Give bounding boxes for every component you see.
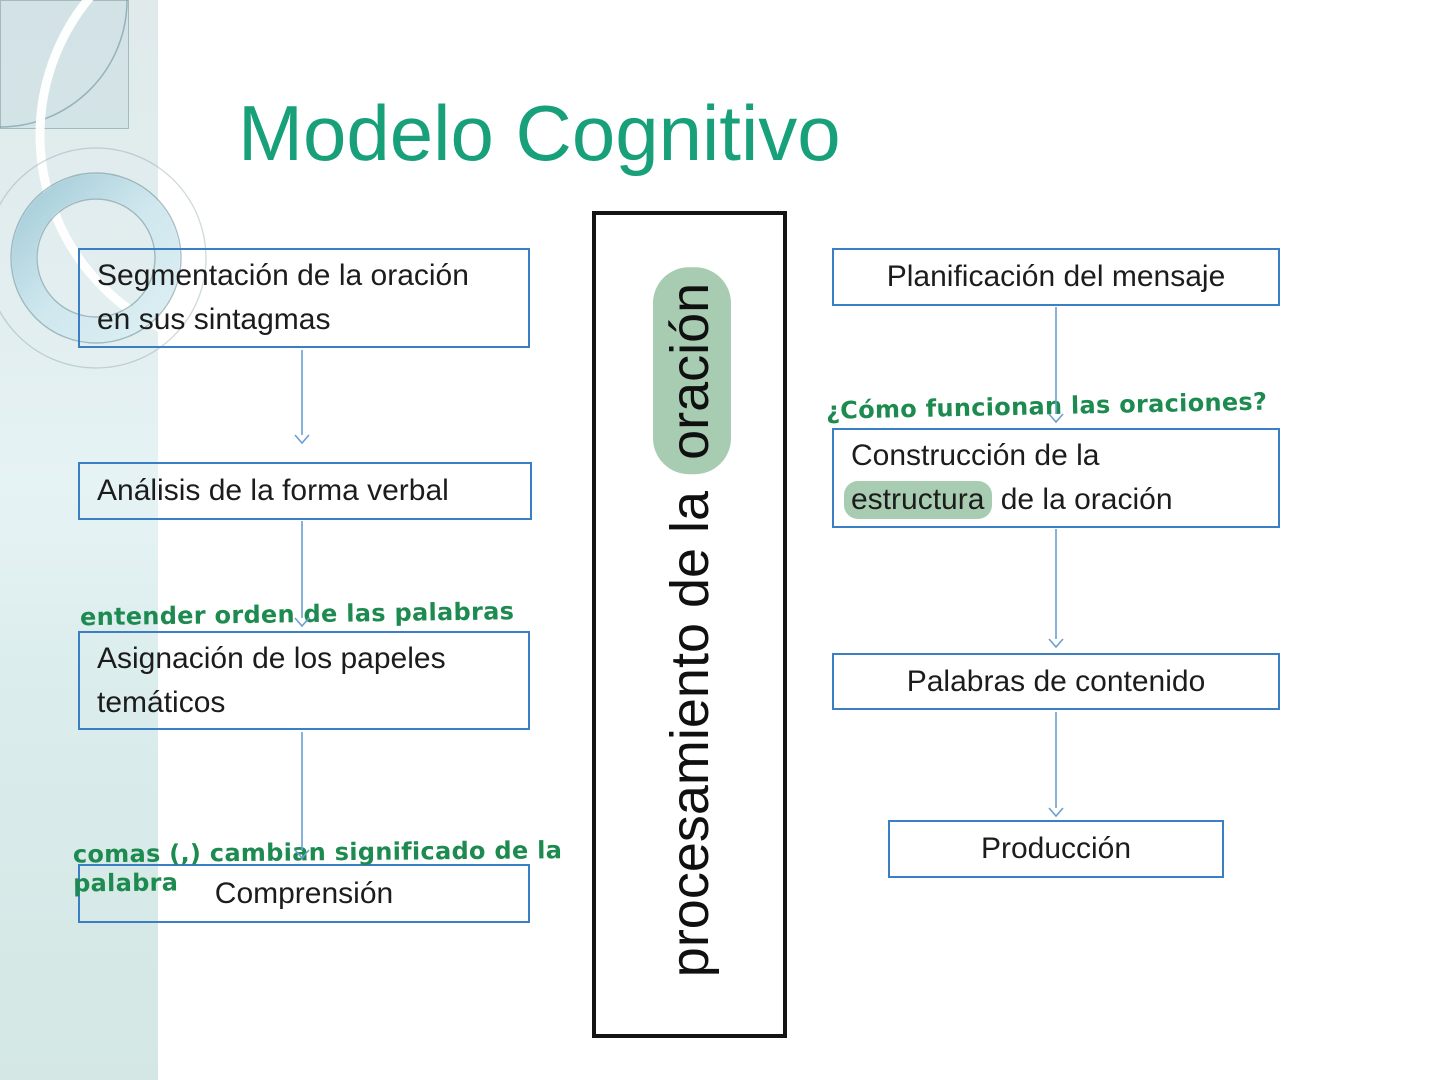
- node-construccion-highlight: estructura: [844, 481, 993, 519]
- center-process-box: [592, 211, 787, 1038]
- node-segmentacion-line2: en sus sintagmas: [97, 303, 331, 336]
- node-segmentacion: Segmentación de la oración en sus sintag…: [78, 248, 530, 348]
- decor-circles: [0, 0, 475, 369]
- node-construccion: Construcción de la estructura de la orac…: [832, 428, 1280, 528]
- decor-ring-inner-outline: [36, 198, 156, 318]
- arrow-right-1-icon: [1048, 307, 1064, 424]
- handwritten-note-word-order: entender orden de las palabras: [79, 597, 515, 632]
- node-asignacion: Asignación de los papeles temáticos: [78, 631, 530, 730]
- node-planificacion-label: Planificación del mensaje: [886, 260, 1226, 293]
- node-planificacion: Planificación del mensaje: [832, 248, 1280, 306]
- node-produccion: Producción: [888, 820, 1224, 878]
- node-asignacion-line2: temáticos: [97, 685, 226, 719]
- arrow-left-3-icon: [294, 732, 310, 860]
- decor-thin-circle: [0, 147, 207, 369]
- center-label-highlight: oración: [653, 266, 731, 474]
- decor-ring: [12, 174, 180, 342]
- center-process-label: procesamiento de la oración: [653, 266, 731, 978]
- center-label-prefix: procesamiento de la: [660, 475, 720, 978]
- arrow-left-2-icon: [294, 521, 310, 628]
- handwritten-note-commas: comas (,) cambian significado de la pala…: [72, 836, 563, 898]
- node-asignacion-line1: Asignación de los papeles: [97, 641, 446, 675]
- node-palabras: Palabras de contenido: [832, 653, 1280, 710]
- node-palabras-label: Palabras de contenido: [906, 664, 1206, 698]
- arrow-right-2-icon: [1048, 529, 1064, 649]
- decor-ring-outer-outline: [10, 172, 182, 344]
- arrow-left-1-icon: [294, 350, 310, 445]
- arrow-right-3-icon: [1048, 712, 1064, 818]
- node-comprension-label: Comprensión: [214, 876, 394, 910]
- node-produccion-label: Producción: [980, 832, 1132, 865]
- decor-square: [0, 0, 129, 129]
- decor-white-arc: [35, 0, 475, 355]
- page-title: Modelo Cognitivo: [238, 89, 841, 177]
- node-analisis: Análisis de la forma verbal: [78, 462, 532, 520]
- node-analisis-label: Análisis de la forma verbal: [97, 474, 449, 507]
- node-segmentacion-line1: Segmentación de la oración: [97, 259, 469, 292]
- node-construccion-line2: estructura de la oración: [844, 478, 1272, 522]
- node-comprension: Comprensión: [78, 864, 530, 923]
- node-construccion-line1: Construcción de la: [851, 439, 1100, 472]
- node-construccion-line2-rest: de la oración: [992, 483, 1173, 516]
